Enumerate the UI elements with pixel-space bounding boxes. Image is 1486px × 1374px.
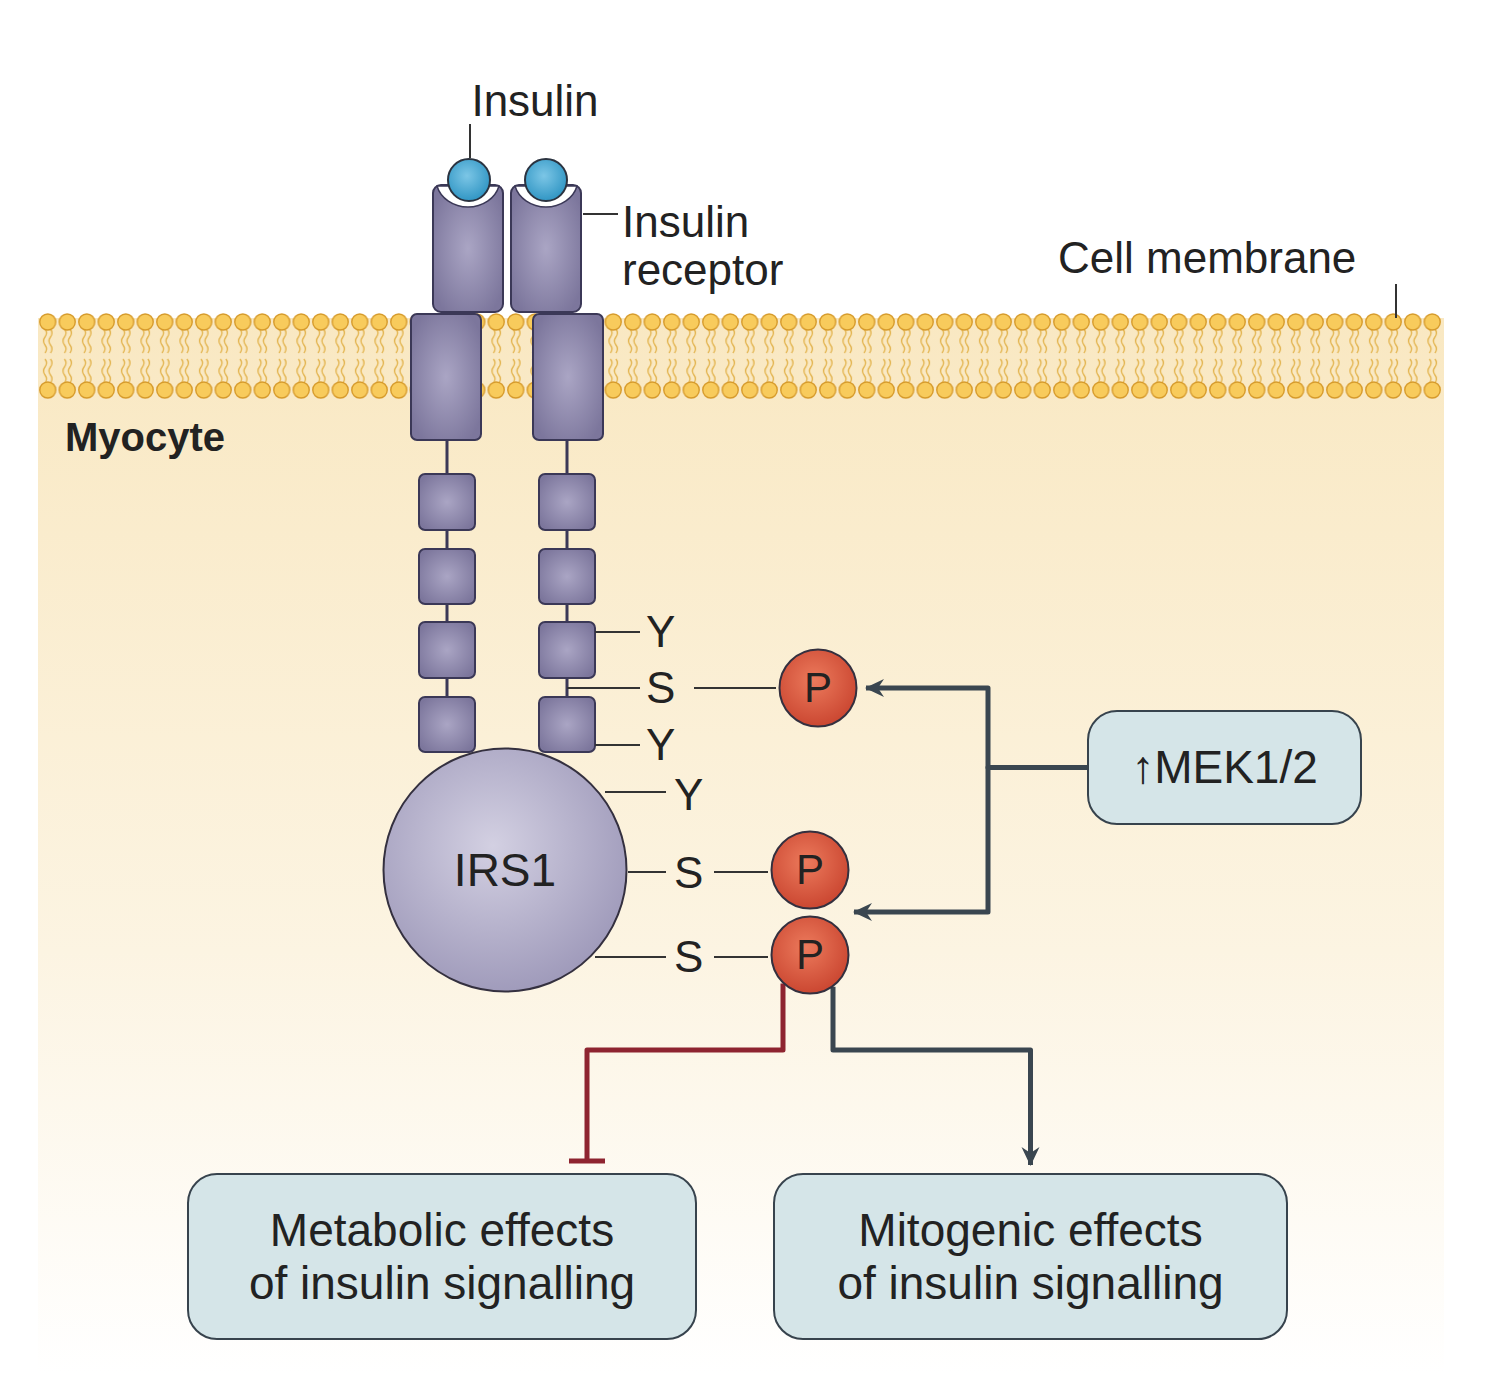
- node-text: Mitogenic effects of insulin signalling: [835, 1204, 1226, 1310]
- phosphate-circle: P: [770, 830, 850, 910]
- node-text: P: [796, 846, 824, 894]
- lipid-bilayer: [38, 313, 1442, 399]
- node-text: P: [804, 664, 832, 712]
- protein-circle: IRS1: [382, 747, 628, 993]
- part-label: Insulin receptor: [622, 198, 842, 295]
- effect-box: Mitogenic effects of insulin signalling: [773, 1173, 1288, 1340]
- node-outline: [780, 650, 857, 727]
- residue-label: Y: [674, 771, 703, 819]
- part-label: Cell membrane: [1058, 234, 1356, 282]
- inhibition-connector: [587, 984, 783, 1161]
- activation-arrow: [854, 768, 1087, 913]
- residue-label: Y: [646, 721, 675, 769]
- residue-label: S: [674, 849, 703, 897]
- node-text: Metabolic effects of insulin signalling: [247, 1204, 638, 1310]
- node-text: IRS1: [454, 844, 556, 897]
- phosphate-circle: P: [778, 648, 858, 728]
- residue-label: Y: [646, 608, 675, 656]
- residue-label: S: [646, 664, 675, 712]
- residue-label: S: [674, 933, 703, 981]
- insulin-receptor: [411, 185, 603, 752]
- node-outline: [772, 917, 849, 994]
- part-label: Myocyte: [65, 415, 225, 459]
- node-outline: [384, 749, 627, 992]
- insulin-molecule: [437, 159, 577, 207]
- kinase-box: ↑MEK1/2: [1087, 710, 1362, 825]
- node-text: P: [796, 931, 824, 979]
- activation-arrow: [866, 688, 1087, 768]
- activation-arrow: [833, 987, 1031, 1165]
- node-outline: [772, 832, 849, 909]
- cell-interior: [38, 318, 1444, 1374]
- effect-box: Metabolic effects of insulin signalling: [187, 1173, 697, 1340]
- part-label: Insulin: [471, 77, 598, 125]
- phosphate-circle: P: [770, 915, 850, 995]
- node-text: ↑MEK1/2: [1131, 741, 1318, 794]
